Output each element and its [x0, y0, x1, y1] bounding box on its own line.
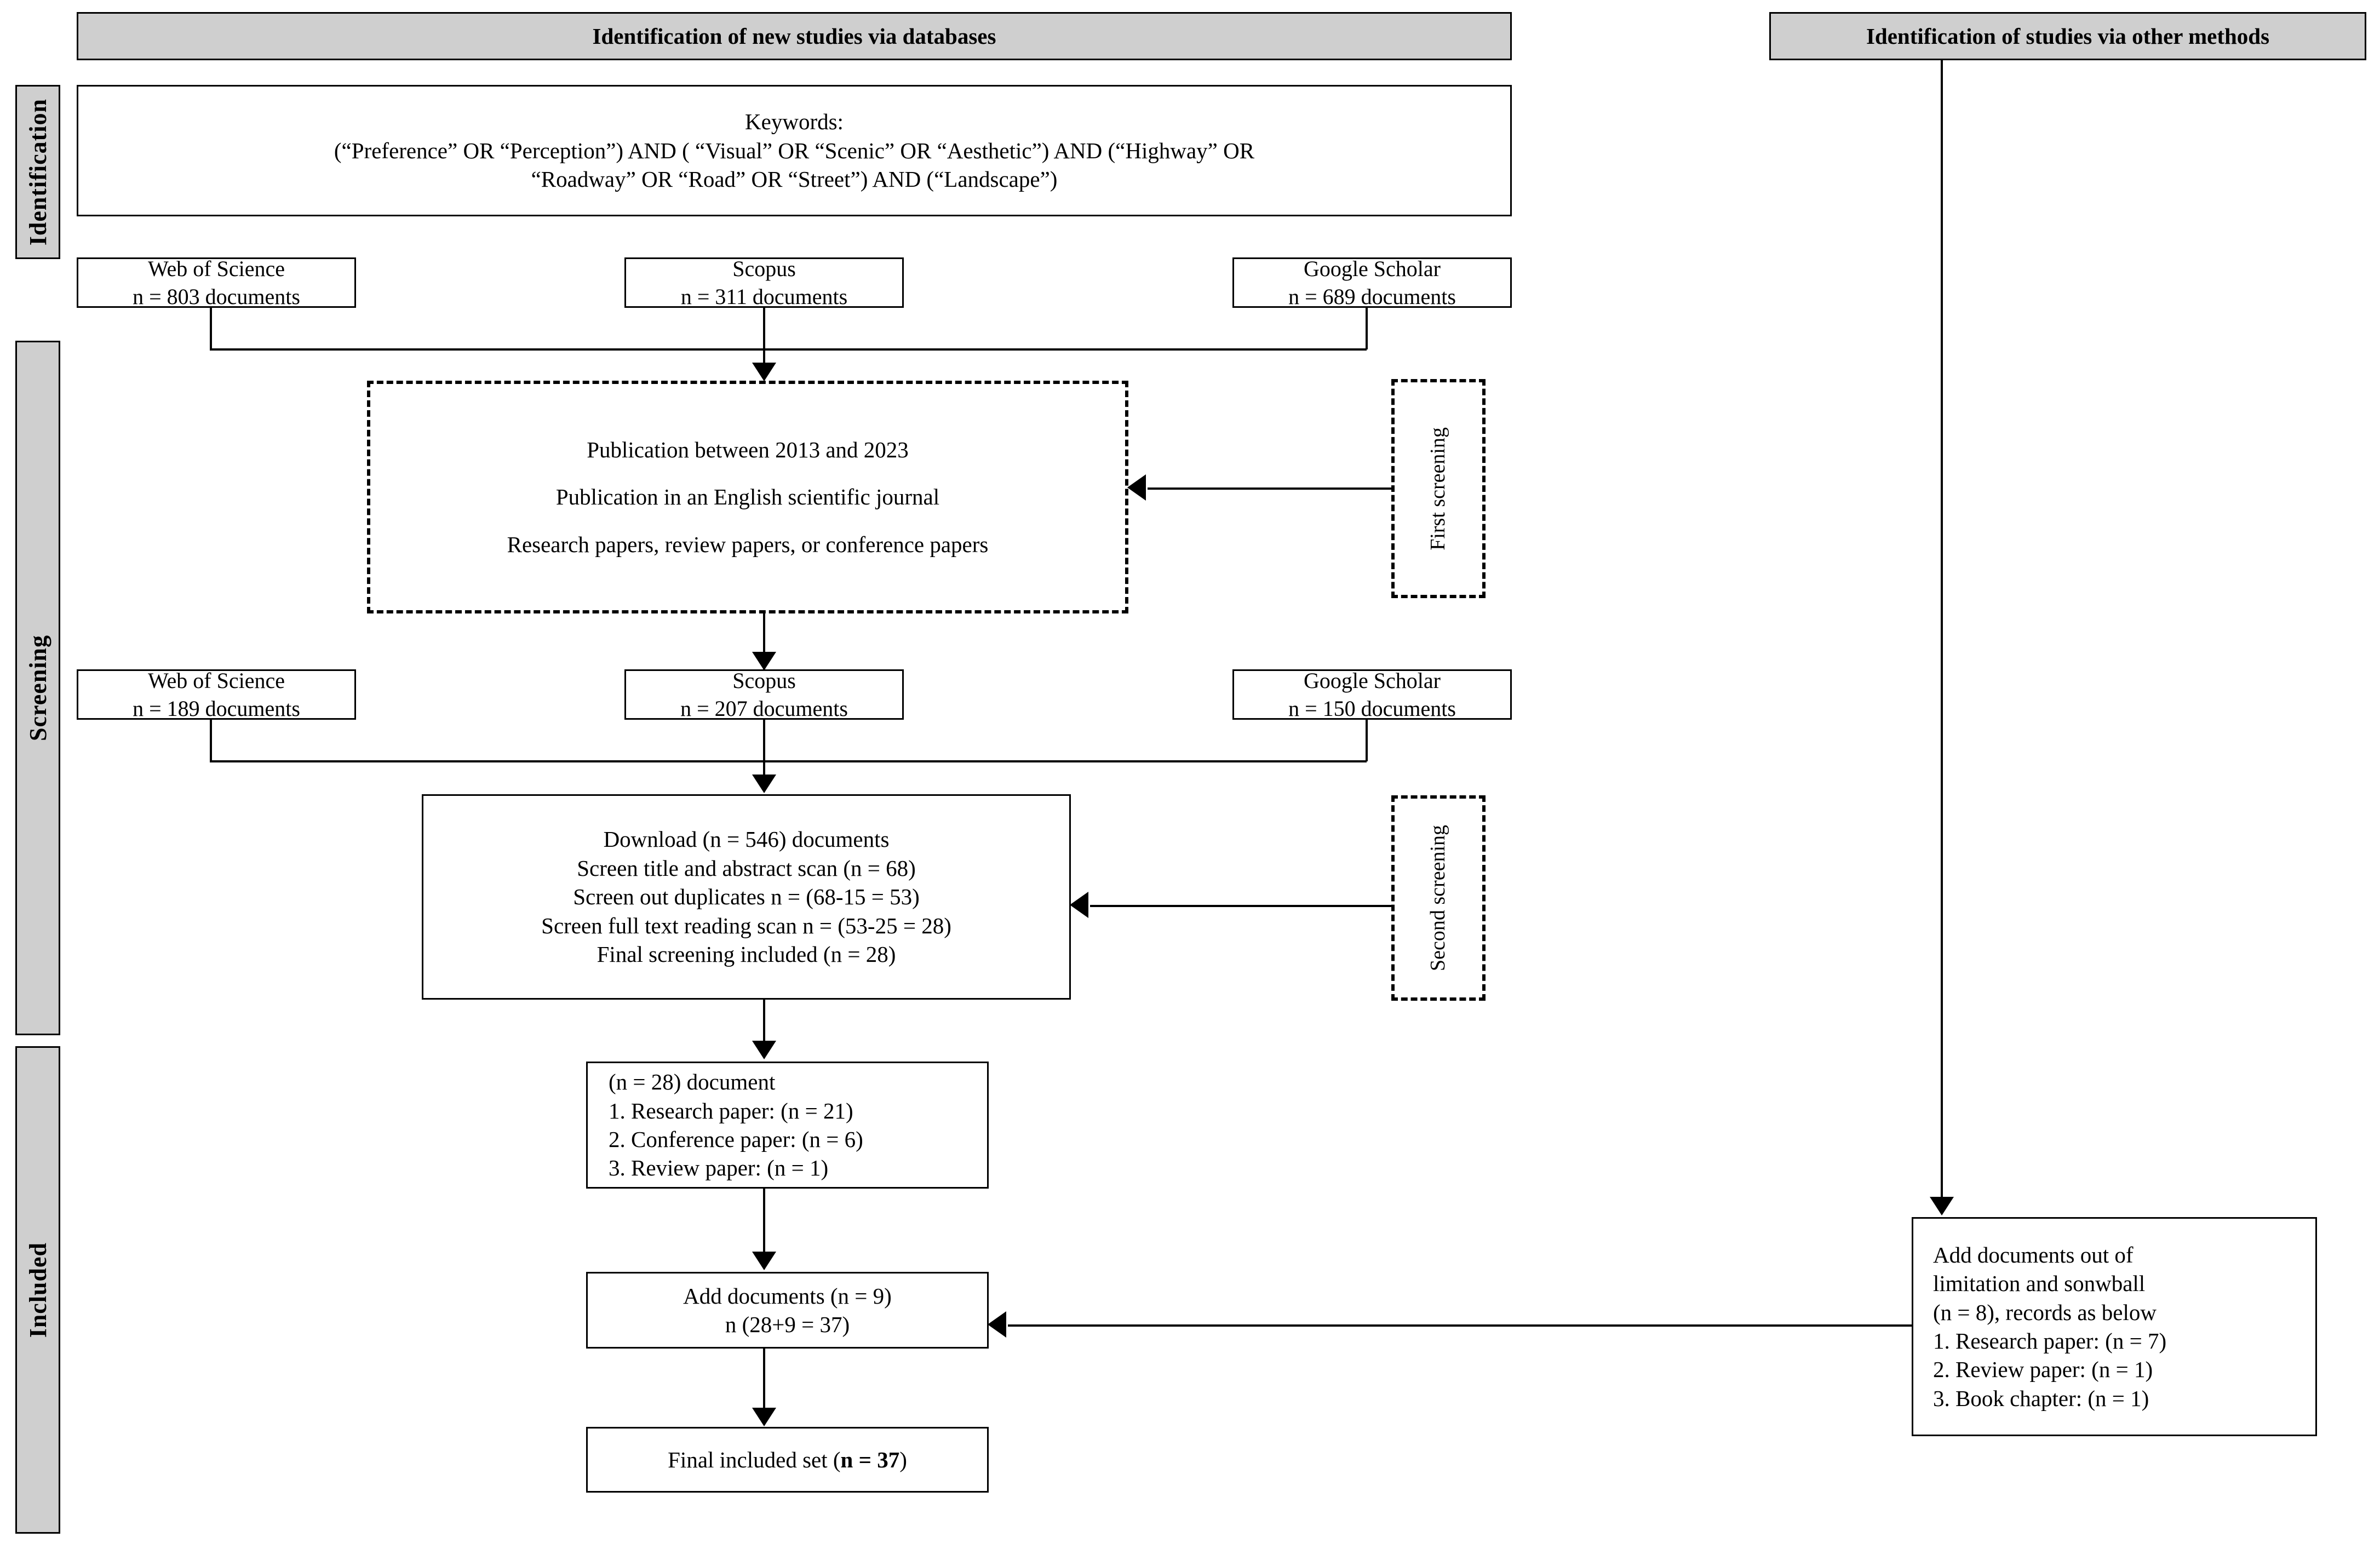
first-screening-label-box: First screening: [1391, 379, 1486, 598]
connector-gs-screened-down: [1366, 720, 1368, 761]
connector-wos-initial-down: [210, 308, 212, 349]
add-documents-line-1: Add documents (n = 9): [683, 1283, 892, 1309]
source-box-web-of-science-initial: Web of Science n = 803 documents: [77, 256, 356, 309]
source-box-google-scholar-screened: Google Scholar n = 150 documents: [1232, 668, 1512, 721]
criteria-line-3: Research papers, review papers, or confe…: [507, 531, 989, 557]
download-line-2: Screen title and abstract scan (n = 68): [577, 855, 916, 881]
source-name: Google Scholar: [1304, 668, 1441, 693]
connector-initial-merge-bar: [210, 348, 1367, 351]
connector-screened-merge-bar: [210, 760, 1367, 762]
source-count: n = 311 documents: [680, 284, 848, 309]
stage-band-identification: Identification: [15, 85, 60, 259]
arrow-first-screening-into-criteria: [1127, 474, 1146, 501]
download-screening-box: Download (n = 546) documents Screen titl…: [422, 794, 1071, 1000]
arrow-second-screening-into-download: [1070, 892, 1088, 918]
keywords-box: Keywords: (“Preference” OR “Perception”)…: [77, 85, 1512, 216]
other-methods-box: Add documents out of limitation and sonw…: [1912, 1217, 2317, 1436]
other-methods-line-4: 1. Research paper: (n = 7): [1933, 1328, 2167, 1353]
final-prefix: Final included set (: [668, 1447, 841, 1472]
source-count: n = 803 documents: [133, 284, 300, 309]
connector-download-down: [763, 1000, 765, 1057]
download-line-3: Screen out duplicates n = (68-15 = 53): [573, 884, 920, 910]
criteria-line-2: Publication in an English scientific jou…: [555, 484, 940, 510]
source-name: Scopus: [732, 668, 796, 693]
document-types-line-3: 2. Conference paper: (n = 6): [609, 1127, 863, 1152]
download-line-1: Download (n = 546) documents: [603, 827, 890, 852]
connector-initial-merge-down: [763, 308, 765, 368]
source-count: n = 150 documents: [1288, 696, 1456, 721]
source-count: n = 689 documents: [1288, 284, 1456, 309]
arrow-to-add-documents: [752, 1252, 776, 1270]
final-suffix: ): [899, 1447, 907, 1472]
source-name: Web of Science: [148, 668, 285, 693]
arrow-to-criteria-box: [752, 363, 776, 381]
source-box-google-scholar-initial: Google Scholar n = 689 documents: [1232, 256, 1512, 309]
criteria-box: Publication between 2013 and 2023 Public…: [367, 381, 1128, 613]
stage-band-included-label: Included: [24, 1242, 51, 1338]
arrow-to-document-types: [752, 1041, 776, 1059]
connector-second-screening-to-download: [1090, 905, 1392, 907]
criteria-line-1: Publication between 2013 and 2023: [587, 437, 909, 462]
connector-wos-screened-down: [210, 720, 212, 761]
other-methods-line-6: 3. Book chapter: (n = 1): [1933, 1385, 2149, 1411]
download-line-5: Final screening included (n = 28): [597, 942, 896, 967]
connector-document-types-down: [763, 1189, 765, 1268]
arrow-to-other-methods-box: [1930, 1197, 1954, 1215]
document-types-box: (n = 28) document 1. Research paper: (n …: [586, 1062, 989, 1189]
document-types-line-1: (n = 28) document: [609, 1069, 776, 1095]
keywords-title: Keywords:: [745, 109, 844, 135]
other-methods-line-2: limitation and sonwball: [1933, 1271, 2146, 1297]
connector-screened-merge-down: [763, 720, 765, 780]
stage-band-screening: Screening: [15, 341, 60, 1035]
connector-criteria-down: [763, 613, 765, 674]
arrow-to-download-box: [752, 775, 776, 793]
source-box-scopus-screened: Scopus n = 207 documents: [624, 668, 904, 721]
document-types-line-2: 1. Research paper: (n = 21): [609, 1098, 853, 1123]
arrow-to-screened-sources: [752, 652, 776, 670]
header-databases-label: Identification of new studies via databa…: [592, 24, 996, 49]
source-name: Scopus: [732, 256, 796, 281]
download-line-4: Screen full text reading scan n = (53-25…: [541, 913, 951, 938]
final-included-set-box: Final included set (n = 37): [586, 1427, 989, 1493]
source-box-scopus-initial: Scopus n = 311 documents: [624, 256, 904, 309]
connector-other-methods-to-add-documents: [1008, 1324, 1913, 1327]
keywords-line-2: “Roadway” OR “Road” OR “Street”) AND (“L…: [531, 167, 1058, 192]
add-documents-box: Add documents (n = 9) n (28+9 = 37): [586, 1272, 989, 1349]
source-count: n = 207 documents: [680, 696, 848, 721]
header-databases: Identification of new studies via databa…: [77, 12, 1512, 60]
other-methods-line-5: 2. Review paper: (n = 1): [1933, 1357, 2153, 1383]
stage-band-identification-label: Identification: [24, 98, 51, 246]
add-documents-line-2: n (28+9 = 37): [725, 1312, 850, 1337]
keywords-line-1: (“Preference” OR “Perception”) AND ( “Vi…: [334, 137, 1255, 163]
source-count: n = 189 documents: [133, 696, 300, 721]
other-methods-line-1: Add documents out of: [1933, 1242, 2134, 1267]
arrow-other-methods-into-add-documents: [988, 1311, 1006, 1338]
final-count: n = 37: [840, 1447, 900, 1472]
connector-gs-initial-down: [1366, 308, 1368, 349]
stage-band-screening-label: Screening: [24, 635, 51, 741]
first-screening-label: First screening: [1426, 427, 1450, 550]
source-name: Web of Science: [148, 256, 285, 281]
connector-other-methods-down: [1941, 60, 1943, 1211]
source-box-web-of-science-screened: Web of Science n = 189 documents: [77, 668, 356, 721]
header-other-methods-label: Identification of studies via other meth…: [1866, 24, 2270, 49]
header-other-methods: Identification of studies via other meth…: [1769, 12, 2366, 60]
second-screening-label: Second screening: [1426, 825, 1450, 971]
document-types-line-4: 3. Review paper: (n = 1): [609, 1155, 829, 1181]
other-methods-line-3: (n = 8), records as below: [1933, 1299, 2157, 1325]
source-name: Google Scholar: [1304, 256, 1441, 281]
connector-add-documents-down: [763, 1349, 765, 1422]
second-screening-label-box: Second screening: [1391, 795, 1486, 1001]
connector-first-screening-to-criteria: [1148, 487, 1393, 490]
final-included-set-text: Final included set (n = 37): [668, 1446, 907, 1474]
stage-band-included: Included: [15, 1046, 60, 1534]
arrow-to-final-box: [752, 1408, 776, 1426]
